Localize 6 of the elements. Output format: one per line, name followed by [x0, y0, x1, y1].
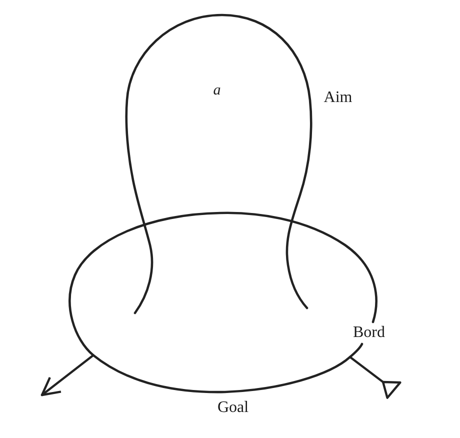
oval-label: Goal [217, 400, 249, 416]
region-label: a [213, 84, 221, 98]
arrow [40, 354, 94, 396]
curve-label: Aim [324, 90, 352, 106]
line-with-triangle-end [348, 356, 402, 399]
gap-label: Bord [353, 325, 385, 341]
